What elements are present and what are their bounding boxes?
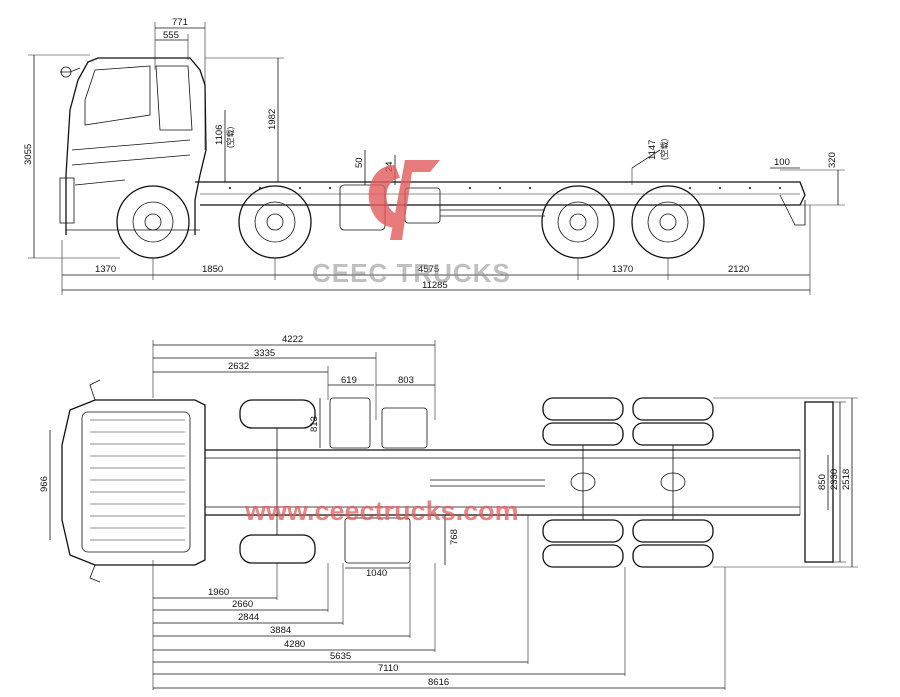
cab-window: [84, 65, 151, 126]
note-unloaded-2: (空载): [659, 138, 669, 160]
dim-7110: 7110: [378, 663, 398, 674]
cab-top: [61, 399, 206, 566]
top-view: 4222 3335 2632 619 803 966: [39, 334, 858, 690]
dim-1370-rear: 1370: [612, 264, 633, 275]
watermark-brand: CEEC TRUCKS: [312, 258, 511, 288]
dim-1960: 1960: [208, 587, 229, 598]
dim-813: 813: [309, 416, 320, 432]
dim-320: 320: [827, 152, 838, 168]
battery-box: [329, 397, 371, 449]
frame-holes: [229, 187, 781, 189]
wheel-rear-2: [631, 185, 705, 259]
dim-4222: 4222: [282, 334, 303, 345]
rear-bracket: [779, 194, 806, 226]
dim-2120: 2120: [728, 264, 749, 275]
dim-768: 768: [449, 529, 460, 545]
front-axle-1: [239, 399, 316, 564]
dim-1850: 1850: [202, 264, 223, 275]
dim-8616: 8616: [428, 677, 449, 688]
cab-outline: [65, 57, 207, 235]
dim-1982: 1982: [267, 109, 278, 130]
dim-50: 50: [354, 157, 365, 168]
dim-1106: 1106: [214, 125, 225, 145]
frame-rails-top: [205, 449, 800, 516]
dim-803: 803: [398, 375, 414, 386]
dim-966: 966: [39, 476, 50, 492]
air-tank: [381, 407, 428, 449]
dim-3055: 3055: [23, 144, 34, 165]
dim-2518: 2518: [841, 469, 852, 490]
fuel-tank-top: [344, 517, 411, 564]
dim-5635: 5635: [330, 651, 351, 662]
headlight: [59, 177, 75, 224]
dim-2660: 2660: [232, 599, 253, 610]
frame-rail: [195, 181, 806, 206]
dim-1147: 1147: [647, 140, 658, 160]
mirrors-top: [89, 379, 101, 583]
wheel-front-1: [116, 185, 190, 259]
dim-850: 850: [817, 474, 828, 490]
dim-11285: 11285: [422, 280, 448, 291]
dim-4280: 4280: [284, 639, 305, 650]
dim-4575: 4575: [418, 264, 439, 275]
dim-3884: 3884: [270, 625, 291, 636]
note-unloaded-1: (空载): [225, 126, 235, 148]
dim-555: 555: [163, 30, 179, 41]
dim-771: 771: [172, 17, 188, 28]
dim-2632: 2632: [228, 361, 249, 372]
watermark-url: www.ceectrucks.com: [244, 496, 519, 526]
dim-2330: 2330: [829, 469, 840, 490]
dim-100: 100: [774, 157, 790, 168]
side-view: 771 555 3055 1982 1106 (空载) 50 24 1147 (…: [23, 17, 845, 295]
dim-3335: 3335: [254, 348, 275, 359]
rear-tires: [542, 397, 714, 568]
wheel-front-2: [238, 185, 312, 259]
dim-619: 619: [341, 375, 357, 386]
dim-1040: 1040: [366, 568, 387, 579]
dim-1370-front: 1370: [95, 264, 116, 275]
dim-2844: 2844: [238, 612, 259, 623]
rear-bumper: [804, 401, 834, 563]
ceec-logo-mark: [368, 160, 440, 240]
wheel-rear-1: [541, 185, 615, 259]
